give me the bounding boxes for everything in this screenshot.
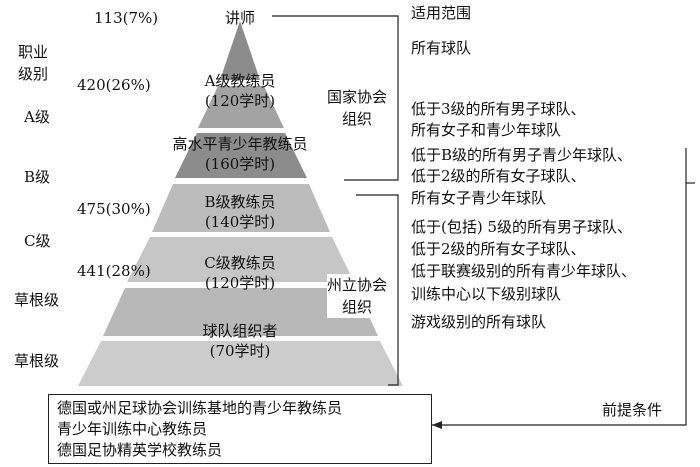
- scope-c-line-2: 低于2级的所有女子球队、: [411, 240, 586, 258]
- level-grassroots-label-1: 草根级: [14, 291, 60, 309]
- prerequisite-connector: [432, 148, 687, 426]
- prerequisite-arrowhead: [432, 421, 442, 429]
- pyramid-b-hours: (140学时): [204, 213, 276, 231]
- state-bracket: [356, 194, 399, 386]
- pyramid-a-hours: (120学时): [204, 92, 276, 110]
- scope-c-line-1: 低于(包括) 5级的所有男子球队、: [411, 218, 633, 236]
- level-a-label: A级: [24, 108, 50, 126]
- pyramid-youth-name: 高水平青少年教练员: [172, 135, 308, 153]
- org-national: 国家协会 组织: [326, 86, 388, 130]
- scope-youth-line-3: 所有女子青少年球队: [411, 189, 547, 207]
- band-base: [78, 341, 403, 386]
- count-c: 441(28%): [77, 262, 151, 280]
- pyramid-team-name: 球队组织者: [202, 322, 278, 340]
- level-grassroots-label-2: 草根级: [14, 352, 60, 370]
- count-b: 475(30%): [77, 200, 151, 218]
- prerequisite-line-3: 德国足协精英学校教练员: [57, 441, 223, 459]
- pyramid-a-name: A级教练员: [204, 72, 276, 90]
- scope-a-line-1: 低于3级的所有男子球队、: [411, 100, 586, 118]
- count-lecturer: 113(7%): [94, 9, 159, 27]
- level-b-label: B级: [24, 168, 51, 186]
- scope-c-line-4: 训练中心以下级别球队: [411, 285, 562, 303]
- pyramid-youth-hours: (160学时): [204, 155, 276, 173]
- scope-all-teams: 所有球队: [411, 39, 472, 57]
- prerequisite-box: 德国或州足球协会训练基地的青少年教练员 青少年训练中心教练员 德国足协精英学校教…: [48, 394, 432, 464]
- pyramid-b-name: B级教练员: [204, 193, 276, 211]
- scope-a-line-2: 所有女子和青少年球队: [411, 121, 562, 139]
- band-team-organizer: [103, 288, 378, 336]
- scope-c-line-3: 低于联赛级别的所有青少年球队、: [411, 262, 637, 280]
- pyramid-c-name: C级教练员: [204, 254, 276, 272]
- scope-youth-line-2: 低于2级的所有女子球队、: [411, 167, 586, 185]
- prerequisite-line-1: 德国或州足球协会训练基地的青少年教练员: [57, 399, 343, 417]
- scope-youth-line-1: 低于B级的所有男子青少年球队、: [411, 146, 633, 164]
- prerequisite-label: 前提条件: [602, 401, 663, 419]
- band-apex: [220, 21, 260, 80]
- band-youth: [175, 133, 307, 178]
- band-b: [152, 184, 330, 232]
- pyramid-c-hours: (120学时): [204, 274, 276, 292]
- level-c-label: C级: [24, 232, 51, 250]
- org-state: 州立协会 组织: [326, 274, 388, 318]
- level-professional-label: 职业 级别: [18, 43, 49, 83]
- pyramid-team-hours: (70学时): [209, 342, 271, 360]
- scope-team-line: 游戏级别的所有球队: [411, 313, 547, 331]
- count-a: 420(26%): [77, 76, 151, 94]
- band-a: [198, 86, 284, 128]
- pyramid-lecturer: 讲师: [224, 9, 256, 27]
- prerequisite-line-2: 青少年训练中心教练员: [57, 420, 208, 438]
- band-c: [127, 237, 354, 282]
- scope-header: 适用范围: [411, 4, 472, 22]
- national-bracket: [272, 15, 399, 181]
